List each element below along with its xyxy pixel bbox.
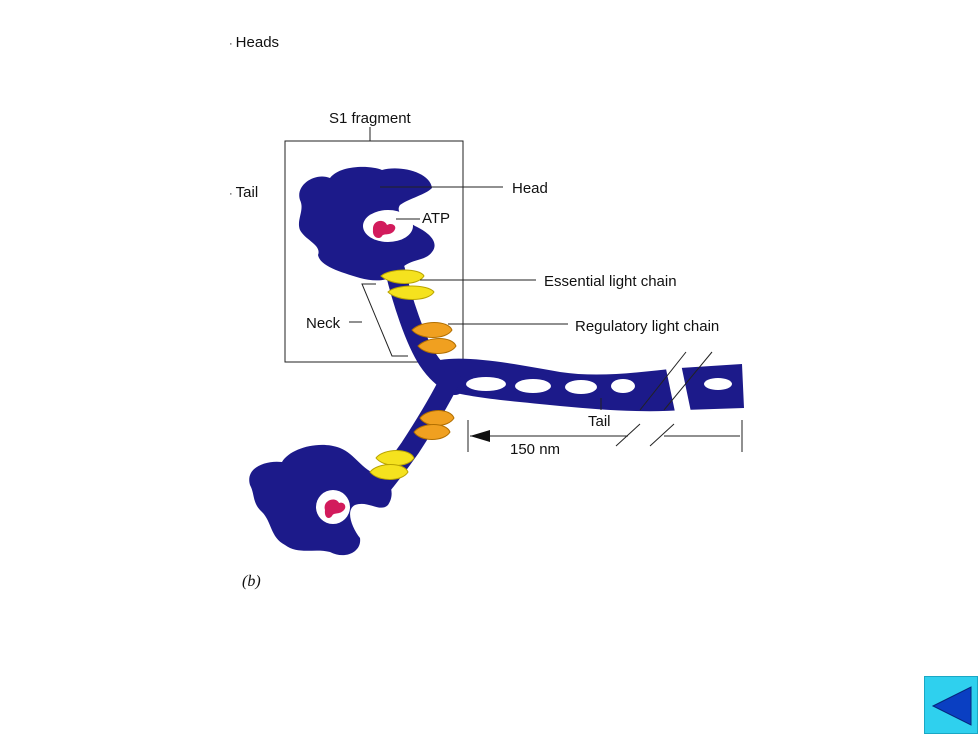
triangle-left-icon	[931, 686, 972, 726]
bullet-heads-label: Heads	[235, 34, 280, 51]
s1-fragment-label: S1 fragment	[329, 110, 412, 127]
upper-myosin-head	[298, 166, 435, 281]
s1-fragment-box	[284, 140, 464, 363]
lower-myosin-head	[249, 444, 392, 556]
regulatory-light-chain-label: Regulatory light chain	[575, 318, 719, 335]
essential-light-chain-label: Essential light chain	[544, 273, 677, 290]
length-label: 150 nm	[510, 441, 560, 458]
upper-regulatory-light-chain	[411, 322, 457, 354]
lower-regulatory-light-chain	[413, 410, 455, 440]
tail-twist-gap	[704, 378, 732, 390]
neck-bracket	[361, 283, 408, 357]
bullet-tail: ·Tail	[229, 184, 258, 201]
tail-twist-gap	[515, 379, 551, 393]
atp-molecule	[372, 220, 396, 238]
length-dimension	[467, 420, 743, 452]
head-label: Head	[512, 180, 548, 197]
tail-twist-gap	[611, 379, 635, 393]
neck-label: Neck	[306, 315, 341, 332]
back-button[interactable]	[924, 676, 978, 734]
upper-essential-light-chain	[380, 269, 435, 300]
myosin-tail	[440, 340, 744, 436]
bullet-dot: ·	[229, 188, 233, 200]
tail-twist-gap	[565, 380, 597, 394]
panel-label: (b)	[242, 573, 261, 590]
bullet-tail-label: Tail	[235, 184, 259, 201]
tail-break	[660, 340, 696, 436]
tail-twist-gap	[466, 377, 506, 391]
dimension-arrowhead	[470, 430, 490, 442]
bullet-dot: ·	[229, 38, 233, 50]
tail-label: Tail	[588, 413, 611, 430]
atp-molecule	[324, 499, 346, 518]
atp-label: ATP	[422, 210, 450, 227]
lower-essential-light-chain	[369, 450, 415, 480]
bullet-heads: ·Heads	[229, 34, 279, 51]
